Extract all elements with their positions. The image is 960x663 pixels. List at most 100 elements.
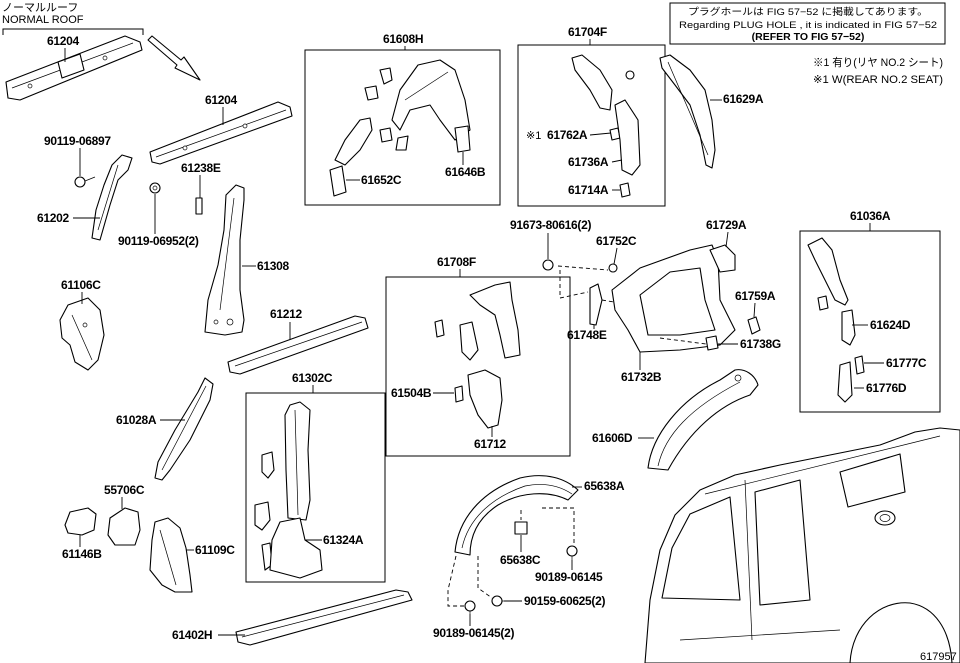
callout-90119-06897: 90119-06897 bbox=[44, 134, 111, 148]
part-panel-61109C bbox=[149, 517, 193, 593]
dashed-connector bbox=[559, 270, 589, 299]
dashed-connector bbox=[447, 555, 464, 607]
roof-variant-jp: ノーマルルーフ bbox=[2, 2, 78, 14]
dashed-connector bbox=[659, 337, 707, 345]
note-line-jp: プラグホールは FIG 57−52 に掲載してあります。 bbox=[688, 6, 928, 18]
callout-61302C: 61302C bbox=[292, 371, 333, 385]
body-side-rocker-line bbox=[679, 629, 841, 641]
part-body-side-panel bbox=[644, 427, 960, 663]
part-bracket-61106C bbox=[59, 297, 105, 371]
center-pillar-hole bbox=[226, 318, 234, 326]
panel-edge bbox=[159, 529, 177, 586]
rocker-edge bbox=[241, 594, 405, 638]
wheelhouse-inner-edge bbox=[404, 71, 449, 101]
center-pillar-hole bbox=[213, 319, 219, 325]
callout-61738G: 61738G bbox=[740, 337, 781, 351]
callout-61204-normal-roof: 61204 bbox=[47, 34, 79, 48]
part-panel-61736A bbox=[614, 99, 641, 176]
callout-61402H: 61402H bbox=[172, 628, 212, 642]
callout-61202: 61202 bbox=[37, 211, 69, 225]
note-line-refer: (REFER TO FIG 57−52) bbox=[752, 31, 865, 43]
part-bracket-61646B bbox=[454, 125, 471, 153]
part-clip-61777C bbox=[854, 355, 865, 375]
roof-rail-body bbox=[149, 101, 293, 165]
part-clip-61738G bbox=[705, 335, 719, 351]
screw-head bbox=[464, 600, 476, 612]
note-box bbox=[669, 2, 946, 45]
callout-61204: 61204 bbox=[205, 93, 237, 107]
center-pillar-edge bbox=[219, 197, 235, 311]
leader-line bbox=[753, 302, 756, 318]
part-bolt-90159-60625 bbox=[491, 595, 505, 607]
part-bracket-61714A bbox=[619, 182, 631, 198]
callout-61748E: 61748E bbox=[567, 328, 607, 342]
direction-arrow bbox=[147, 35, 201, 81]
wheelhouse-brace bbox=[334, 117, 373, 166]
part-bolt-90119-06897 bbox=[74, 176, 96, 188]
part-bracket-61624D bbox=[841, 309, 856, 346]
part-clip-61238E bbox=[195, 197, 203, 215]
center-pillar-body bbox=[204, 184, 245, 336]
callout-61729A: 61729A bbox=[706, 218, 747, 232]
leader-lines bbox=[64, 39, 884, 636]
footnote-jp: ※1 有り(リヤ NO.2 シート) bbox=[813, 55, 943, 69]
pillar-inner-piece bbox=[261, 451, 275, 479]
pillar-inner-piece bbox=[254, 501, 271, 531]
dashed-connector bbox=[557, 265, 609, 271]
part-pillar-61324A bbox=[269, 517, 323, 579]
rear-door-opening bbox=[754, 479, 811, 606]
part-bolt-90119-06952 bbox=[149, 182, 161, 194]
part-pillar-61302C bbox=[254, 401, 311, 571]
part-screw-90189-06145 bbox=[566, 545, 578, 560]
liner-body bbox=[454, 475, 579, 556]
callout-61752C: 61752C bbox=[596, 234, 637, 248]
dashed-connector bbox=[601, 299, 615, 303]
callout-61629A: 61629A bbox=[723, 92, 764, 106]
leader-line bbox=[725, 231, 729, 248]
wheelhouse-bracket bbox=[364, 85, 379, 101]
panel-61708F-piece bbox=[459, 321, 479, 361]
wheelhouse-bracket bbox=[379, 67, 393, 85]
callout-61712: 61712 bbox=[474, 437, 506, 451]
part-panel-61036A bbox=[807, 237, 849, 311]
screw-head bbox=[566, 545, 578, 557]
callout-61714A: 61714A bbox=[568, 183, 609, 197]
roof-rail-hole bbox=[182, 145, 188, 151]
callout-90119-06952: 90119-06952(2) bbox=[118, 234, 199, 248]
part-wheelhouse-outer-61606D bbox=[647, 369, 759, 471]
part-roof-rail-normal-61204 bbox=[5, 35, 143, 101]
quarter-inner-grommet bbox=[625, 70, 635, 80]
callout-90189-06145-pair: 90189-06145(2) bbox=[433, 626, 515, 640]
pillar-edge bbox=[161, 385, 207, 471]
callout-61324A: 61324A bbox=[323, 533, 364, 547]
part-panel-61712 bbox=[467, 369, 503, 429]
pillar-bracket-edge bbox=[97, 164, 119, 231]
bolt-shaft bbox=[84, 176, 96, 182]
bracket-edge bbox=[71, 314, 93, 361]
footnote-marker: ※1 bbox=[526, 130, 541, 142]
group-box-61608H bbox=[304, 49, 501, 206]
rocker-body bbox=[235, 589, 413, 646]
panel-61708F-clip bbox=[434, 319, 445, 338]
callout-65638A: 65638A bbox=[584, 479, 625, 493]
part-rail-61212 bbox=[227, 315, 369, 375]
front-door-opening bbox=[661, 496, 741, 601]
callout-61608H: 61608H bbox=[383, 32, 423, 46]
callout-61777C: 61777C bbox=[886, 356, 927, 370]
callout-61106C: 61106C bbox=[61, 278, 101, 292]
dashed-connector bbox=[542, 507, 575, 544]
wheelhouse-bracket bbox=[379, 127, 393, 143]
callout-61652C: 61652C bbox=[361, 173, 402, 187]
body-side-roof-edge bbox=[704, 435, 941, 495]
part-liner-65638A bbox=[454, 475, 579, 556]
pillar-bracket-body bbox=[91, 154, 133, 241]
part-rocker-61402H bbox=[235, 589, 413, 646]
callout-90189-06145: 90189-06145 bbox=[535, 570, 603, 584]
callout-61759A: 61759A bbox=[735, 289, 776, 303]
part-bolt-91673-80616 bbox=[542, 259, 554, 271]
roof-variant-bracket bbox=[2, 28, 144, 35]
roof-rail-edge bbox=[155, 109, 287, 158]
pillar-body bbox=[154, 377, 214, 481]
